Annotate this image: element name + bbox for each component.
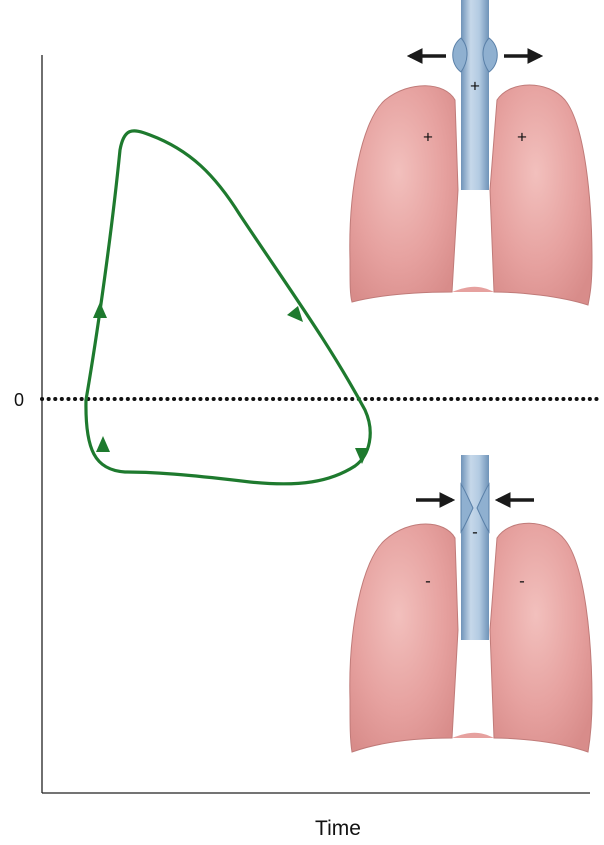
loop-arrow-up-bottom-icon [96,436,110,452]
top-left-lung [350,86,458,302]
bottom-airway-sign: - [472,522,478,541]
bottom-trachea [461,455,489,640]
top-airway-sign: + [470,76,480,95]
zero-label: 0 [14,390,24,410]
bottom-right-lung [490,523,592,752]
top-right-lung [490,85,592,305]
bottom-left-lung-sign: - [425,571,431,590]
top-lungs-illustration: + + + [350,0,592,305]
top-left-lung-sign: + [423,127,433,146]
bottom-right-lung-sign: - [519,571,525,590]
pressure-loop [86,131,370,484]
top-right-lung-sign: + [517,127,527,146]
bottom-lungs-illustration: - - - [350,455,592,752]
loop-arrow-down-right-icon [287,306,303,322]
bottom-left-lung [350,524,458,752]
loop-arrow-up-icon [93,302,107,318]
x-axis-label: Time [315,817,361,840]
loop-arrow-down-icon [355,448,369,464]
